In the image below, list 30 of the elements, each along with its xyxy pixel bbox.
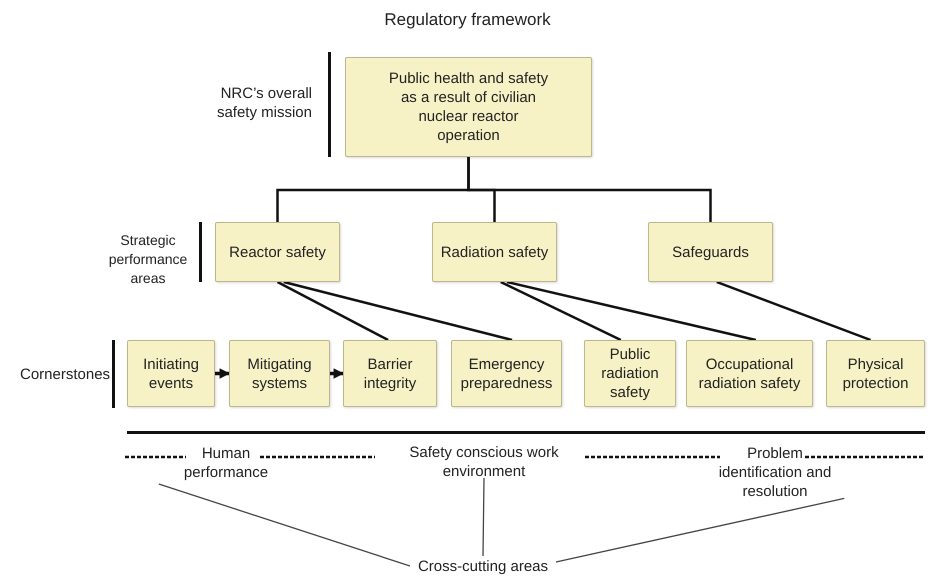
category-box: Radiation safety	[432, 222, 557, 282]
category-box: Physical protection	[826, 340, 925, 407]
connector-line	[500, 280, 622, 342]
area-label: Cross-cutting areas	[410, 556, 556, 576]
diagram-title: Regulatory framework	[383, 10, 552, 30]
connector-line	[482, 478, 485, 556]
category-box: Initiating events	[127, 340, 215, 407]
connector-line	[716, 280, 871, 342]
connector-line	[276, 280, 389, 342]
category-box: Public radiation safety	[584, 340, 676, 407]
area-label: Human performance	[178, 448, 274, 478]
connector-line	[556, 498, 844, 563]
category-box: Mitigating systems	[229, 340, 330, 407]
category-box: Safeguards	[648, 222, 773, 282]
category-box: Barrier integrity	[343, 340, 437, 407]
connector-line	[506, 280, 756, 342]
connector-line	[283, 280, 512, 342]
category-box: Occupational radiation safety	[686, 340, 813, 407]
arrow	[215, 368, 230, 379]
level-label: NRC’s overall safety mission	[216, 84, 312, 122]
connector-line	[158, 483, 410, 567]
arrow	[330, 368, 344, 379]
area-label: Problem identification and resolution	[712, 448, 838, 496]
category-box: Public health and safety as a result of civilian nuclear reactor operation	[345, 57, 592, 157]
level-label: Cornerstones	[20, 365, 108, 384]
category-box: Emergency preparedness	[451, 340, 562, 407]
level-label: Strategic performance areas	[108, 231, 188, 288]
area-label: Safety conscious work environment	[388, 446, 580, 478]
connector-line	[467, 157, 712, 222]
category-box: Reactor safety	[215, 222, 340, 282]
